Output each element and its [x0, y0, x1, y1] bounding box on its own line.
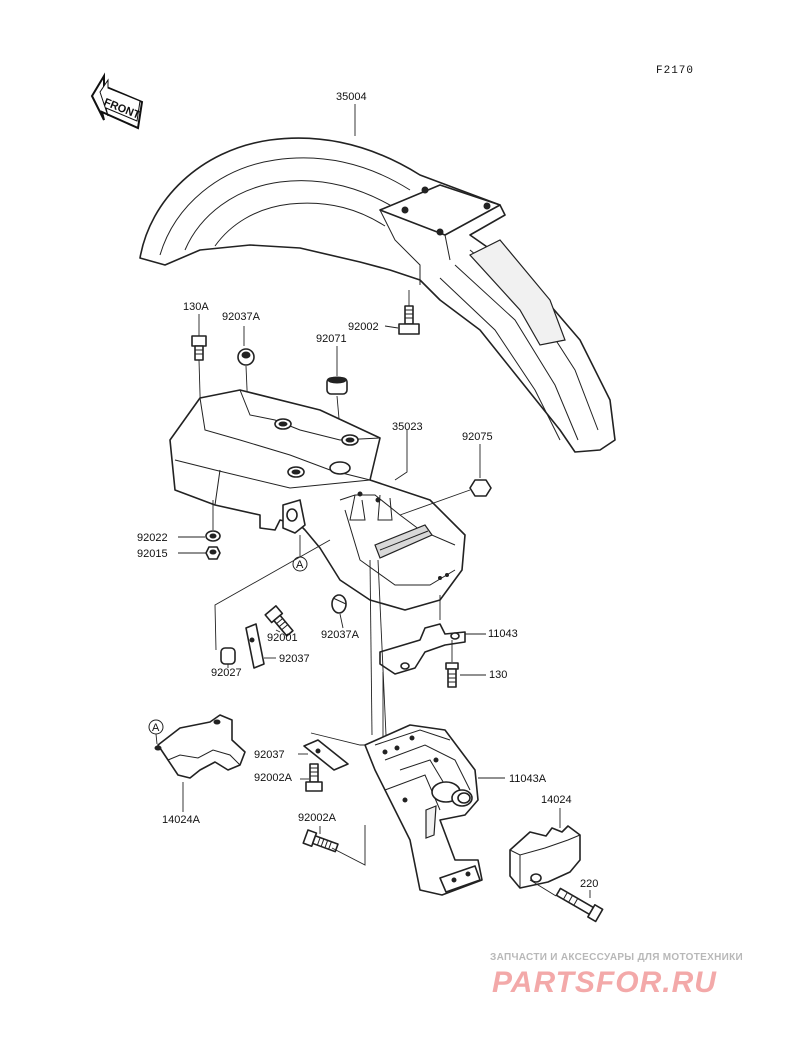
fender-bracket-35023 [169, 389, 466, 611]
grommet-92037A-top [237, 326, 255, 413]
plate-92037-low [298, 732, 372, 771]
grommet-92075 [399, 444, 492, 516]
part-label-130A: 130A [183, 301, 209, 313]
part-label-92001: 92001 [267, 632, 298, 644]
part-label-11043: 11043 [488, 628, 518, 640]
part-label-14024A: 14024A [162, 814, 201, 826]
bolt-92002 [398, 290, 420, 335]
diagram-code: F2170 [656, 65, 694, 77]
bolt-130 [445, 640, 486, 688]
bracket-11043 [379, 595, 486, 738]
part-label-92037-mid: 92037 [279, 653, 310, 665]
part-label-14024: 14024 [541, 794, 572, 806]
part-label-92075: 92075 [462, 431, 493, 443]
part-label-220: 220 [580, 878, 598, 890]
cover-14024A [154, 714, 246, 812]
svg-text:A: A [296, 559, 304, 571]
part-label-92037A-top: 92037A [222, 311, 261, 323]
svg-text:A: A [152, 722, 160, 734]
grommet-92037A-mid [331, 594, 347, 629]
collar-92027 [220, 647, 236, 668]
part-label-92002: 92002 [348, 321, 379, 333]
bolt-92001 [264, 605, 294, 637]
washer-92022 [178, 530, 221, 542]
part-label-92002A-low: 92002A [254, 772, 293, 784]
collar-92071 [326, 346, 348, 431]
part-label-92015: 92015 [137, 548, 168, 560]
front-arrow-icon: FRONT [90, 72, 144, 130]
block-14024 [509, 808, 581, 889]
bolt-92002A-bottom [302, 825, 366, 866]
watermark: ЗАПЧАСТИ И АКСЕССУАРЫ ДЛЯ МОТОТЕХНИКИ PA… [490, 952, 743, 999]
part-label-92037-low: 92037 [254, 749, 285, 761]
part-label-92071: 92071 [316, 333, 347, 345]
part-label-92022: 92022 [137, 532, 168, 544]
part-label-11043A: 11043A [509, 773, 547, 785]
part-label-92002A-bottom: 92002A [298, 812, 337, 824]
bracket-11043A [364, 724, 505, 896]
watermark-brand-logo: PARTSFOR.RU [492, 966, 717, 999]
part-label-130: 130 [489, 669, 507, 681]
reference-A-bottom: A [148, 719, 164, 745]
front-fender [139, 137, 616, 453]
watermark-caption: ЗАПЧАСТИ И АКСЕССУАРЫ ДЛЯ МОТОТЕХНИКИ [490, 952, 743, 963]
reference-A-top: A [214, 535, 331, 651]
nut-92015 [178, 546, 221, 560]
bolt-92002A-low [300, 763, 323, 792]
part-label-35004: 35004 [336, 91, 367, 103]
part-label-92037A-mid: 92037A [321, 629, 360, 641]
plate-92037-mid [245, 623, 276, 669]
part-label-92027: 92027 [211, 667, 242, 679]
part-label-35023: 35023 [392, 421, 423, 433]
bolt-220 [529, 879, 604, 923]
